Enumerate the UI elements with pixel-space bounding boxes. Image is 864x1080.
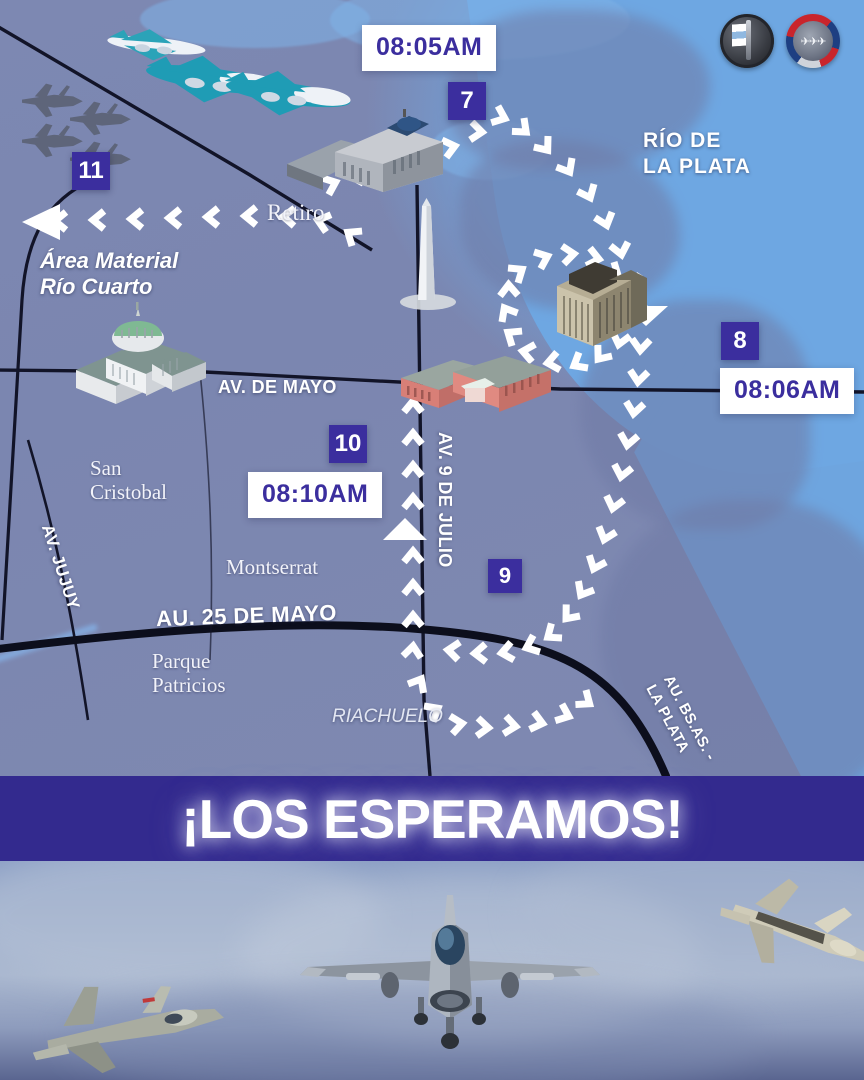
fighter-2-icon	[70, 101, 131, 136]
banner-title: ¡LOS ESPERAMOS!	[181, 787, 683, 850]
photo-strip	[0, 861, 864, 1080]
time-label-7: 08:05AM	[362, 25, 497, 71]
san-cristobal-line1: San	[90, 456, 122, 480]
label-av-de-mayo: AV. DE MAYO	[218, 377, 337, 397]
emblem-group: ✈✈✈	[720, 14, 840, 68]
label-av-9-de-julio: AV. 9 DE JULIO	[435, 432, 455, 568]
unit-emblem-2-icon: ✈✈✈	[786, 14, 840, 68]
f16-left-icon	[32, 986, 224, 1074]
fighter-3-icon	[22, 123, 83, 158]
waypoint-badge-11[interactable]: 11	[72, 152, 110, 190]
waypoint-badge-7[interactable]: 7	[448, 82, 486, 120]
label-area-material: Área Material Río Cuarto	[40, 248, 178, 300]
area-material-line2: Río Cuarto	[40, 273, 153, 299]
label-san-cristobal: San Cristobal	[90, 456, 167, 504]
rio-line1: RÍO DE	[643, 129, 722, 152]
parque-line2: Patricios	[152, 672, 226, 697]
obelisco-icon	[400, 198, 456, 310]
rio-line2: LA PLATA	[643, 155, 751, 179]
congreso-icon	[76, 302, 206, 404]
parque-line1: Parque	[152, 649, 211, 673]
banner-bar: ¡LOS ESPERAMOS!	[0, 776, 864, 861]
f16-center-icon	[300, 895, 600, 1049]
edificio-libertador-icon	[557, 262, 647, 346]
airliner-3-icon	[224, 71, 351, 116]
waypoint-badge-10[interactable]: 10	[329, 425, 367, 463]
label-montserrat: Montserrat	[226, 555, 319, 579]
f16-right-icon	[720, 878, 864, 964]
label-riachuelo: RIACHUELO	[332, 706, 443, 727]
san-cristobal-line2: Cristobal	[90, 479, 167, 504]
map-canvas: ✈✈✈	[0, 0, 864, 776]
unit-emblem-1-icon	[720, 14, 774, 68]
arrowhead-west	[22, 204, 60, 240]
label-rio-de-la-plata: RÍO DE LA PLATA	[643, 128, 751, 181]
area-material-line1: Área Material	[40, 248, 179, 273]
time-label-10: 08:10AM	[248, 472, 383, 518]
arrowhead-north	[383, 518, 427, 540]
airliner-1-icon	[107, 29, 206, 61]
waypoint-badge-8[interactable]: 8	[721, 322, 759, 360]
fighter-1-icon	[22, 83, 83, 118]
aircraft-overlay	[22, 29, 351, 176]
label-retiro: Retiro	[267, 200, 325, 225]
label-parque-patricios: Parque Patricios	[152, 649, 226, 697]
waypoint-badge-9[interactable]: 9	[488, 559, 522, 593]
casa-rosada-icon	[401, 356, 551, 412]
retiro-station-icon	[287, 109, 443, 192]
time-label-8: 08:06AM	[720, 368, 855, 414]
